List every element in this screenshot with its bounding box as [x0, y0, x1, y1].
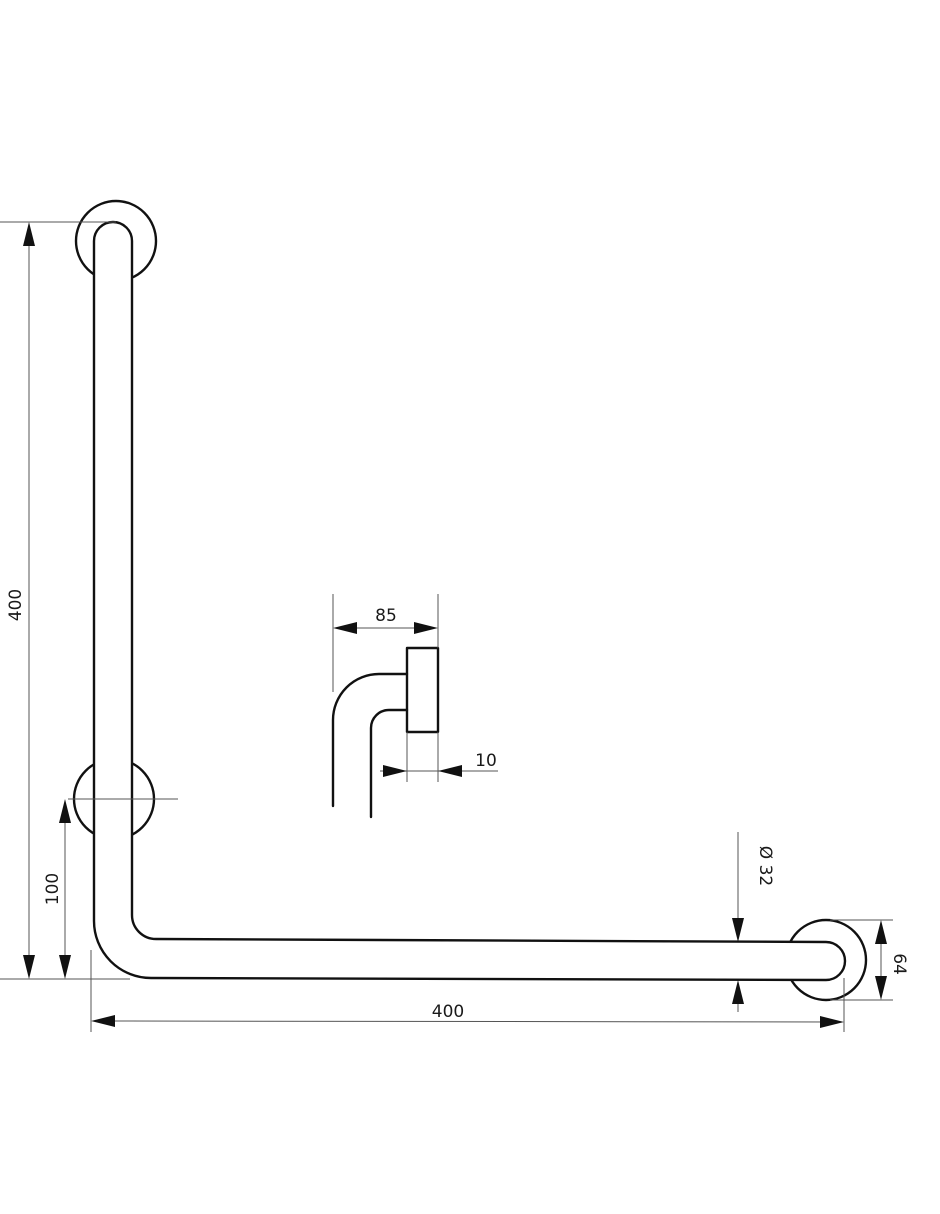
dim-label-64: 64: [889, 953, 909, 975]
profile-flange: [405, 646, 440, 734]
l-shaped-tube: [92, 220, 847, 982]
dimension-100: [59, 798, 178, 979]
side-profile-detail: [331, 646, 440, 819]
dim-label-diameter-32: Ø 32: [755, 846, 775, 886]
dimension-diameter-32: [732, 832, 744, 1012]
profile-tube-inner: [369, 708, 409, 819]
dim-label-85: 85: [375, 606, 397, 626]
dimension-vertical-400: [0, 221, 130, 980]
dim-label-vertical-400: 400: [6, 589, 26, 621]
dimension-horizontal-400: [90, 950, 845, 1032]
dim-label-100: 100: [43, 873, 63, 905]
dimension-64: [830, 919, 893, 1001]
profile-tube-outer: [331, 672, 409, 808]
dimension-85: [332, 594, 439, 692]
dim-label-10: 10: [475, 751, 497, 771]
dimension-10: [380, 732, 498, 782]
dim-label-horizontal-400: 400: [432, 1002, 464, 1022]
